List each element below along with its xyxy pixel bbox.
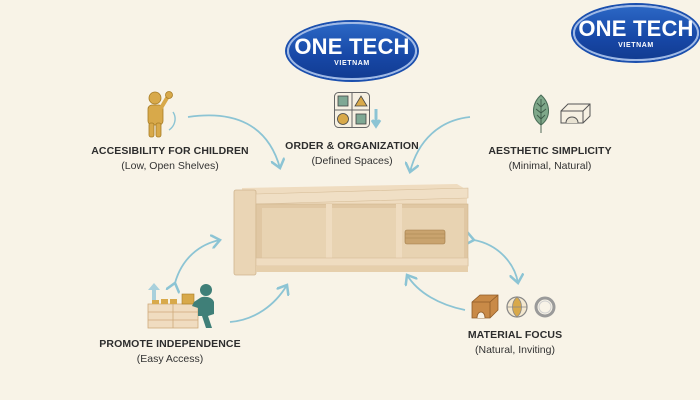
feature-subtitle: (Low, Open Shelves) (121, 160, 219, 172)
child-reaching-icon (147, 91, 176, 138)
feature-subtitle: (Natural, Inviting) (475, 344, 555, 356)
arrow-independence (229, 285, 287, 323)
feature-order: ORDER & ORGANIZATION (Defined Spaces) (262, 140, 442, 167)
feature-subtitle: (Defined Spaces) (311, 155, 393, 167)
logo-sub: VIETNAM (334, 59, 370, 67)
feature-accessibility: ACCESIBILITY FOR CHILDREN (Low, Open She… (70, 145, 270, 172)
arrow-material (407, 275, 466, 311)
feature-title: AESTHETIC SIMPLICITY (488, 145, 612, 157)
logo-top-right: ONE TECH VIETNAM (573, 5, 699, 61)
feature-independence: PROMOTE INDEPENDENCE (Easy Access) (80, 338, 260, 365)
feature-subtitle: (Minimal, Natural) (508, 160, 592, 172)
child-at-shelf-icon (147, 283, 214, 329)
sorting-grid-icon (334, 92, 382, 129)
feature-title: ORDER & ORGANIZATION (285, 140, 419, 152)
feature-title: PROMOTE INDEPENDENCE (99, 338, 241, 350)
feature-title: MATERIAL FOCUS (467, 329, 563, 341)
arrow-independence-up (175, 240, 220, 283)
logo-brand: ONE TECH (294, 33, 410, 59)
logo-brand: ONE TECH (578, 15, 694, 41)
feature-subtitle: (Easy Access) (136, 353, 204, 365)
leaf-and-block-icon (533, 94, 591, 133)
arrow-accessibility (187, 114, 280, 168)
wooden-shelf-image (233, 184, 469, 276)
arrow-aesthetic (410, 116, 471, 172)
natural-materials-icon (471, 294, 556, 319)
feature-material: MATERIAL FOCUS (Natural, Inviting) (435, 329, 595, 356)
logo-sub: VIETNAM (618, 41, 654, 49)
arrow-material-upper (474, 240, 518, 283)
feature-title: ACCESIBILITY FOR CHILDREN (91, 145, 249, 157)
logo-center: ONE TECH VIETNAM (287, 22, 417, 80)
feature-aesthetic: AESTHETIC SIMPLICITY (Minimal, Natural) (460, 145, 640, 172)
